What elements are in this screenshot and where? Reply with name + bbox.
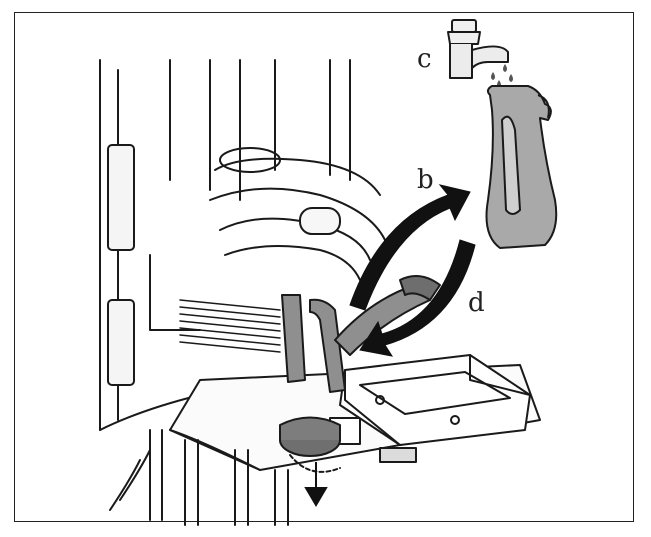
trap-reservoir: [279, 416, 341, 473]
diagram-frame: [14, 12, 634, 522]
label-c: c: [417, 44, 432, 74]
label-d: d: [468, 288, 485, 318]
condensate-trap-box: [339, 354, 531, 446]
water-jug-icon: [485, 85, 558, 249]
drain-arrow-icon: [304, 462, 328, 507]
water-tap-icon: [447, 19, 513, 88]
heat-exchanger: [209, 59, 386, 281]
label-b: b: [417, 165, 434, 195]
connection-pipes: [109, 429, 289, 526]
rotate-arrows-icon: [349, 184, 476, 357]
siphon-hose: [281, 275, 441, 393]
boiler-casing: [99, 59, 241, 431]
cable-bundle: [179, 299, 281, 353]
